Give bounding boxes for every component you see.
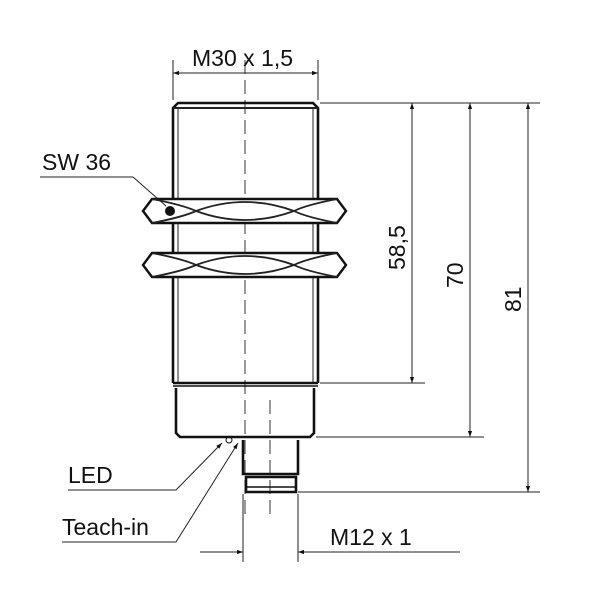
hex-nut-upper [141,197,348,225]
marker-dot [165,206,175,216]
led-leader-line [68,442,223,491]
dimension-m30 [172,60,319,100]
thread-main-label: M30 x 1,5 [192,45,293,71]
dim-81-label: 81 [500,286,526,312]
teach-in-leader-line [62,442,239,543]
teach-in-label: Teach-in [62,514,149,540]
sensor-housing [171,101,320,439]
led-label: LED [68,462,113,488]
hex-nut-lower [141,251,348,279]
led-indicator [225,436,233,444]
m12-connector [225,436,300,494]
dim-58-5-label: 58,5 [384,225,410,270]
dimension-m12 [200,494,460,562]
thread-connector-label: M12 x 1 [330,524,412,550]
dim-70-label: 70 [442,262,468,288]
wrench-size-label: SW 36 [42,149,111,175]
